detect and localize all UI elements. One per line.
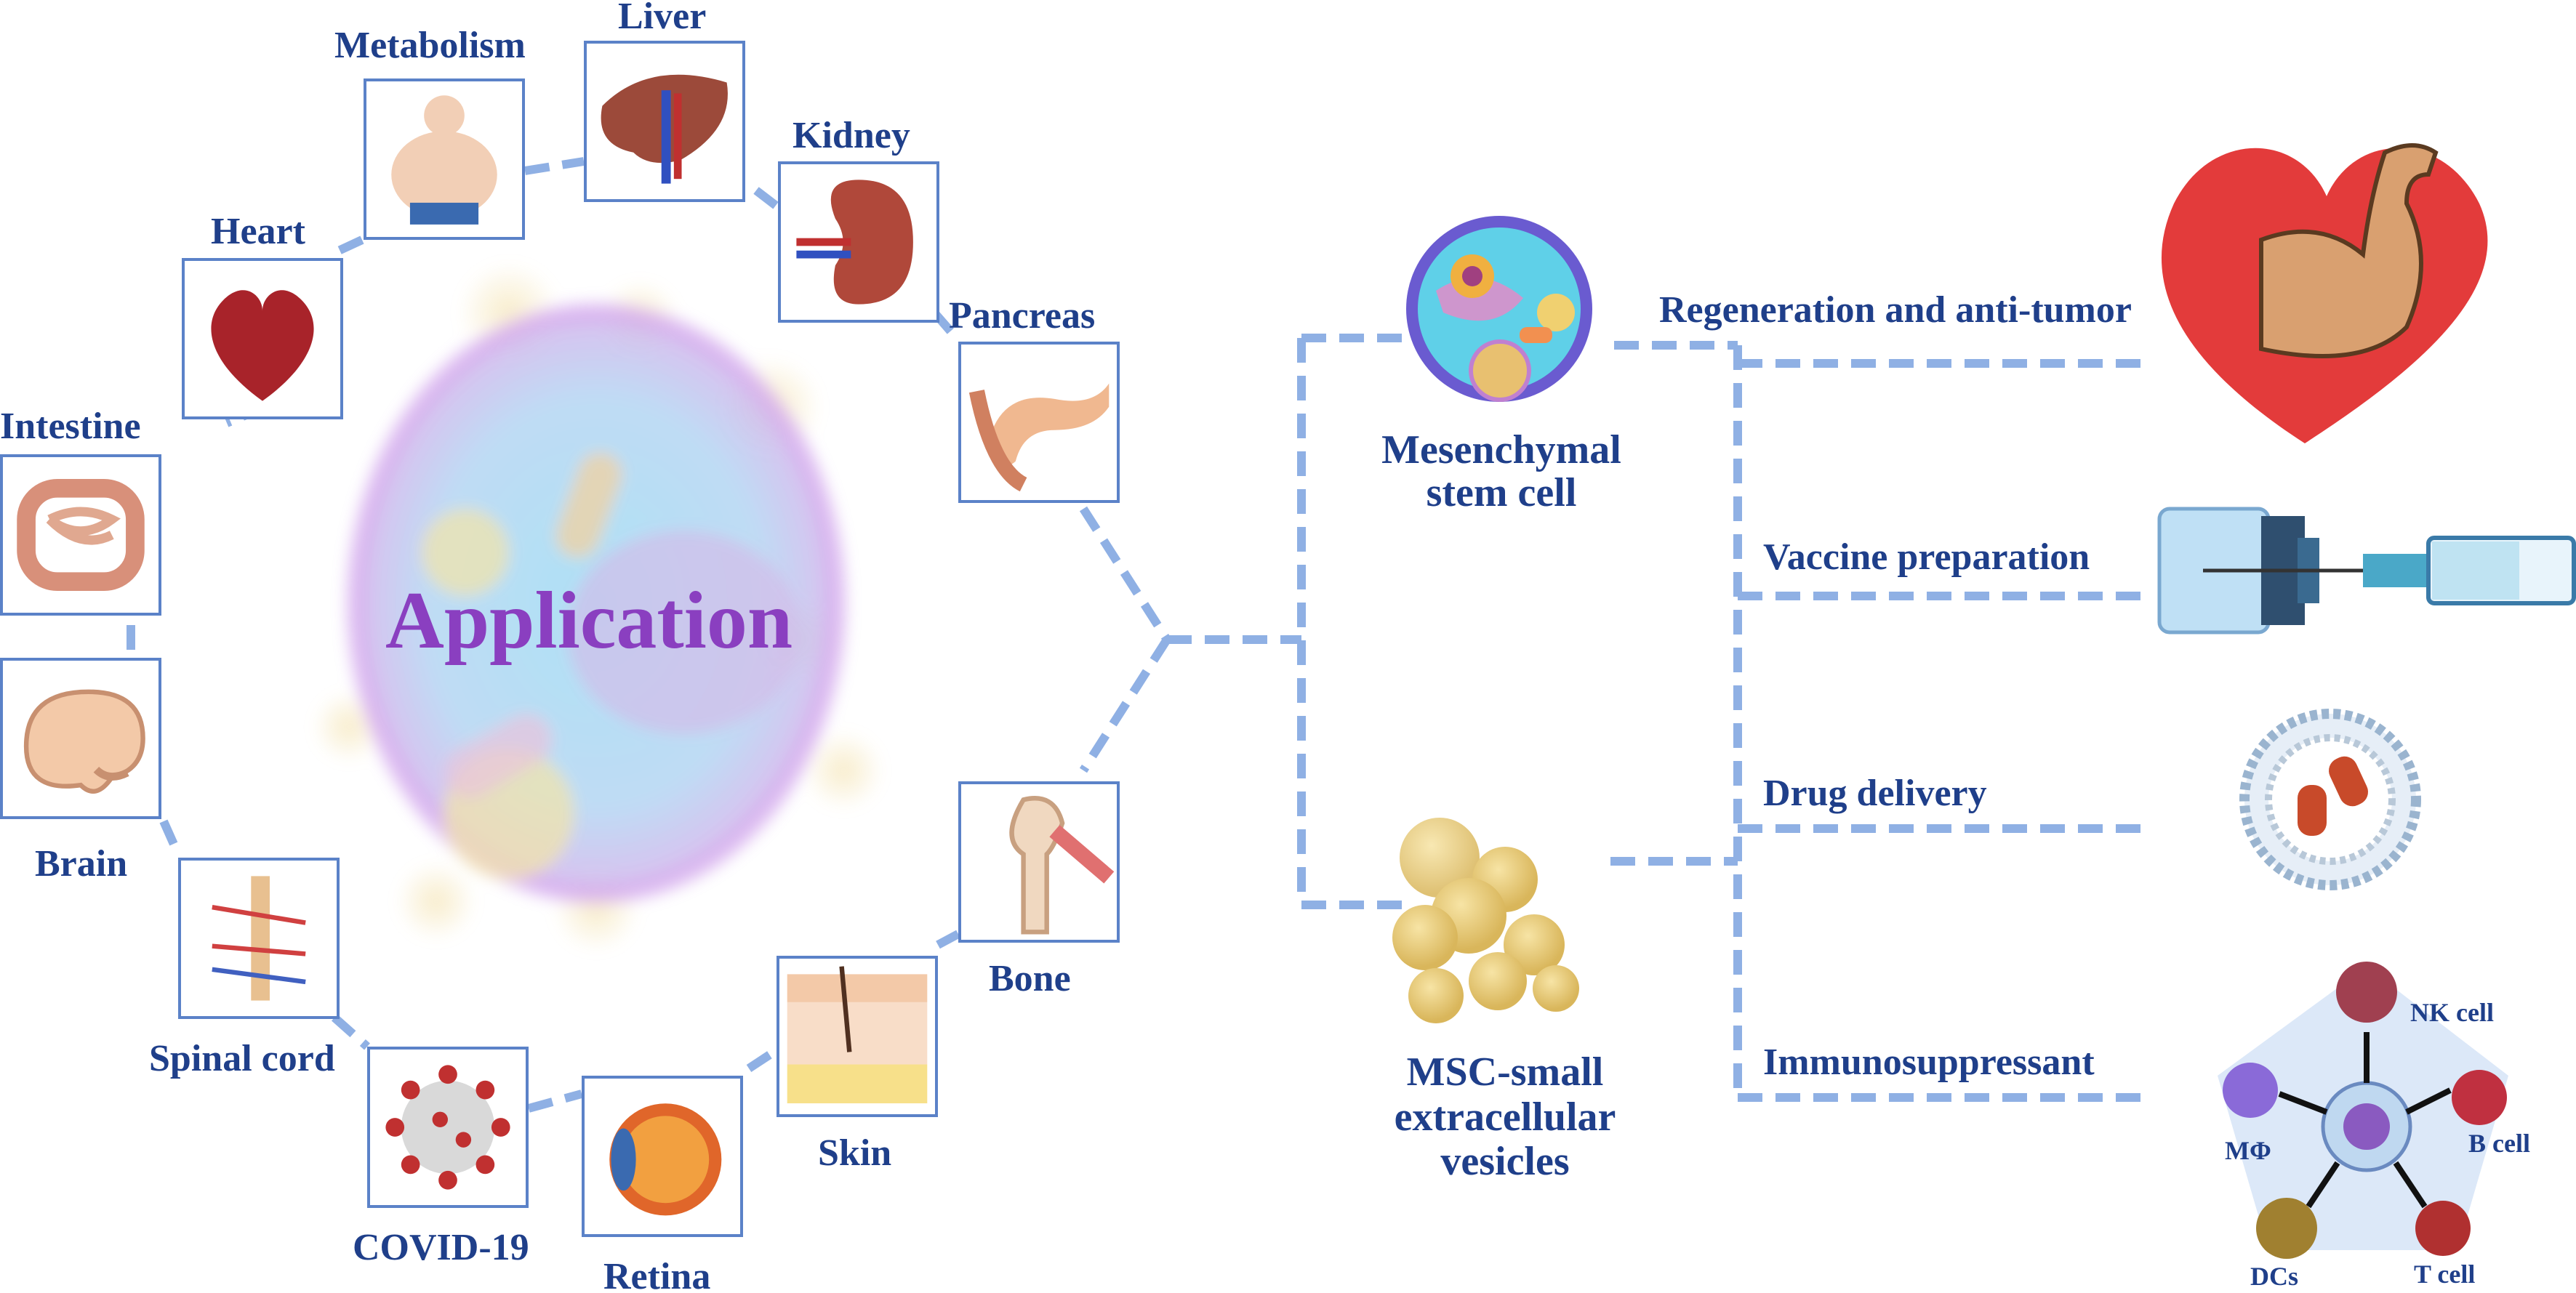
organ-label-spinal-cord: Spinal cord	[149, 1038, 335, 1079]
liposome-drug-icon	[2239, 709, 2421, 890]
covid-image-box	[367, 1047, 529, 1208]
intestine-image-box	[0, 454, 161, 616]
branch-connectors	[1167, 334, 2152, 1102]
organ-label-covid: COVID-19	[353, 1227, 529, 1268]
organ-label-retina: Retina	[603, 1256, 711, 1293]
branch-label-regeneration: Regeneration and anti-tumor	[1659, 289, 2132, 331]
immune-label-macrophage: MΦ	[2225, 1136, 2271, 1165]
syringe-icon	[2157, 507, 2576, 635]
immune-network-icon	[2218, 962, 2508, 1259]
retina-image-box	[582, 1076, 743, 1237]
kidney-image-box	[778, 161, 939, 323]
organ-label-pancreas: Pancreas	[949, 295, 1096, 337]
heart-muscle-icon	[2161, 143, 2488, 443]
organ-label-kidney: Kidney	[793, 115, 910, 156]
liver-image-box	[584, 41, 745, 202]
immune-label-dcs: DCs	[2250, 1262, 2299, 1291]
organ-label-skin: Skin	[818, 1132, 892, 1174]
organ-label-brain: Brain	[35, 843, 128, 885]
branch-label-immunosuppressant: Immunosuppressant	[1763, 1042, 2095, 1083]
pancreas-image-box	[958, 342, 1120, 503]
branch-label-vaccine: Vaccine preparation	[1763, 536, 2090, 578]
immune-label-t: T cell	[2414, 1260, 2476, 1289]
spinal-cord-image-box	[178, 858, 340, 1019]
branch-label-drug-delivery: Drug delivery	[1763, 773, 1987, 814]
organ-label-metabolism: Metabolism	[334, 25, 526, 66]
organ-label-bone: Bone	[989, 958, 1071, 999]
immune-label-b: B cell	[2468, 1129, 2530, 1158]
source-label-msc: Mesenchymal stem cell	[1381, 427, 1621, 515]
brain-image-box	[0, 658, 161, 819]
immune-label-nk: NK cell	[2410, 998, 2494, 1027]
central-cell-illustration	[273, 262, 883, 952]
organ-label-intestine: Intestine	[0, 406, 141, 447]
organ-label-heart: Heart	[211, 211, 305, 252]
msc-cell-icon	[1406, 216, 1592, 402]
skin-image-box	[777, 956, 938, 1117]
center-title: Application	[385, 576, 793, 666]
bone-image-box	[958, 781, 1120, 943]
heart-image-box	[182, 258, 343, 419]
sev-vesicles-icon	[1392, 818, 1579, 1023]
organ-label-liver: Liver	[618, 0, 707, 37]
metabolism-image-box	[364, 78, 525, 240]
source-label-sev: MSC-small extracellular vesicles	[1394, 1050, 1616, 1185]
